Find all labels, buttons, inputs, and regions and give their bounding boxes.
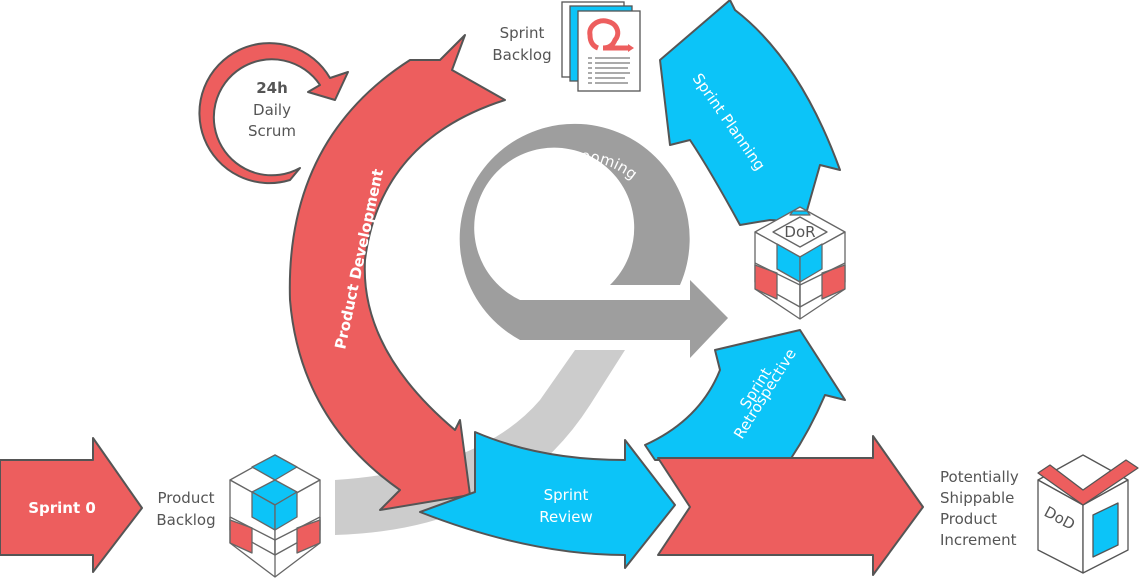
product-backlog-label-2: Backlog [156, 511, 215, 529]
daily-scrum-label-2: Scrum [248, 122, 296, 140]
increment-label-2: Shippable [940, 489, 1014, 507]
product-backlog-label-1: Product [158, 489, 215, 507]
increment-label-3: Product [940, 510, 997, 528]
sprint-review-label-2: Review [539, 508, 593, 526]
sprint-review-arrow [419, 431, 676, 569]
increment-label-4: Increment [940, 531, 1017, 549]
sprint-planning-arrow [659, 0, 841, 236]
product-development-arrow [288, 34, 506, 511]
increment-arrow [657, 435, 924, 576]
cube-backlog-icon [229, 454, 321, 578]
sprint-review-label-1: Sprint [544, 486, 589, 504]
sprint-retrospective-arrow [644, 329, 846, 461]
backlog-grooming-arrow [459, 123, 728, 358]
daily-scrum-hours: 24h [256, 79, 288, 97]
box-checkmark-icon [1037, 454, 1139, 574]
increment-label-1: Potentially [940, 468, 1019, 486]
cube-dor-icon [754, 206, 846, 320]
sprint0-arrow [0, 437, 143, 573]
sprint-backlog-label-2: Backlog [492, 46, 551, 64]
dor-label: DoR [784, 223, 815, 241]
daily-scrum-arrow [198, 42, 349, 185]
sprint0-label: Sprint 0 [28, 499, 96, 517]
sprint-backlog-label-1: Sprint [500, 24, 545, 42]
document-stack-icon [561, 1, 641, 92]
daily-scrum-label-1: Daily [253, 101, 291, 119]
